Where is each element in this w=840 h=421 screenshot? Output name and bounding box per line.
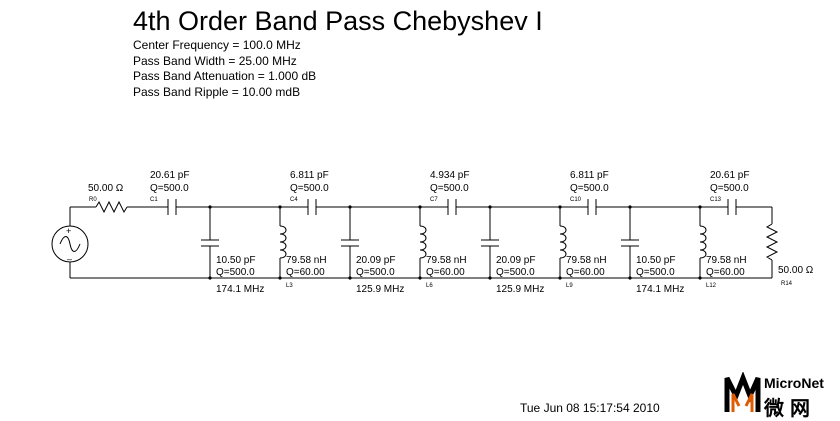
shunt-inductor-l12 [699,207,707,278]
inductor-value: 79.58 nH [566,255,607,266]
source-circle [51,225,89,263]
inductor-coil [419,225,427,259]
sine-wave [59,236,81,252]
inductor-ref: L9 [566,283,573,289]
inductor-coil [279,225,287,259]
junction-dot [418,276,422,280]
shunt-capacitor-1 [201,207,219,278]
series-capacitor-c10 [587,199,597,215]
junction-dot [208,276,212,280]
shunt-cap-value: 10.50 pF [636,255,675,266]
junction-dot [558,276,562,280]
resonant-frequency: 174.1 MHz [636,284,684,295]
shunt-cap-value: 10.50 pF [216,255,255,266]
junction-dot [698,276,702,280]
inductor-q: Q=60.00 [286,267,325,278]
inductor-ref: L6 [426,283,433,289]
junction-dot [348,205,352,209]
shunt-inductor-l9 [559,207,567,278]
ac-source-symbol [51,225,89,263]
inductor-coil [559,225,567,259]
resonant-frequency: 125.9 MHz [356,284,404,295]
shunt-inductor-l3 [279,207,287,278]
source-minus-sign: – [67,254,72,264]
schematic-components [51,199,779,280]
micronet-logo: MicroNet 微网 [724,372,836,420]
inductor-ref: L3 [286,283,293,289]
series-cap-value: 6.811 pF [290,170,329,181]
junction-dot [488,205,492,209]
series-capacitor-c7 [447,199,457,215]
inductor-q: Q=60.00 [426,267,465,278]
series-cap-value: 20.61 pF [150,170,189,181]
junction-dot [488,276,492,280]
inductor-q: Q=60.00 [706,267,745,278]
source-resistor-ref: R0 [89,197,97,203]
shunt-cap-q: Q=500.0 [216,267,255,278]
shunt-capacitor-3 [481,207,499,278]
shunt-capacitor-4 [621,207,639,278]
source-resistor-value: 50.00 Ω [88,183,124,194]
junction-dot [348,276,352,280]
series-cap-value: 4.934 pF [430,170,469,181]
series-capacitor-c1 [167,199,177,215]
source-resistor [70,200,128,214]
shunt-capacitor-2 [341,207,359,278]
inductor-value: 79.58 nH [286,255,327,266]
junction-dot [418,205,422,209]
inductor-ref: L12 [706,283,717,289]
resistor-zigzag [765,223,779,261]
logo-cjk-text: 微网 [764,398,816,420]
series-cap-ref: C10 [570,197,582,203]
junction-dot [628,276,632,280]
series-cap-q: Q=500.0 [430,183,469,194]
logo-wordmark: MicroNet [764,375,824,391]
inductor-value: 79.58 nH [706,255,747,266]
shunt-cap-q: Q=500.0 [496,267,535,278]
shunt-cap-value: 20.09 pF [496,255,535,266]
series-cap-value: 6.811 pF [570,170,609,181]
resonant-frequency: 174.1 MHz [216,284,264,295]
series-capacitor-c13 [727,199,737,215]
filter-parameters: Center Frequency = 100.0 MHz Pass Band W… [133,38,316,100]
param-pass-band-ripple: Pass Band Ripple = 10.00 mdB [133,84,301,99]
junction-dot [278,205,282,209]
junction-dot [698,205,702,209]
series-cap-ref: C1 [150,197,158,203]
junction-dot [208,205,212,209]
series-cap-q: Q=500.0 [150,183,189,194]
load-resistor-value: 50.00 Ω [778,265,814,276]
junction-dot [278,276,282,280]
param-pass-band-attenuation: Pass Band Attenuation = 1.000 dB [133,69,317,83]
shunt-cap-q: Q=500.0 [636,267,675,278]
series-cap-ref: C13 [710,197,722,203]
load-resistor-ref: R14 [781,281,793,287]
series-capacitor-c4 [307,199,317,215]
shunt-cap-q: Q=500.0 [356,267,395,278]
series-cap-ref: C7 [430,197,438,203]
series-cap-q: Q=500.0 [710,183,749,194]
resonant-frequency: 125.9 MHz [496,284,544,295]
timestamp: Tue Jun 08 15:17:54 2010 [520,401,660,415]
shunt-cap-value: 20.09 pF [356,255,395,266]
junction-dot [628,205,632,209]
logo-mark [724,372,761,412]
series-cap-value: 20.61 pF [710,170,749,181]
param-pass-band-width: Pass Band Width = 25.00 MHz [133,53,297,68]
series-cap-q: Q=500.0 [570,183,609,194]
resistor-zigzag [95,200,128,214]
param-center-frequency: Center Frequency = 100.0 MHz [133,38,301,52]
shunt-inductor-l6 [419,207,427,278]
junction-dot [558,205,562,209]
diagram-title: 4th Order Band Pass Chebyshev I [133,6,543,36]
source-plus-sign: + [66,226,71,236]
inductor-value: 79.58 nH [426,255,467,266]
series-cap-ref: C4 [290,197,298,203]
inductor-coil [699,225,707,259]
load-resistor [765,207,779,278]
inductor-q: Q=60.00 [566,267,605,278]
series-cap-q: Q=500.0 [290,183,329,194]
